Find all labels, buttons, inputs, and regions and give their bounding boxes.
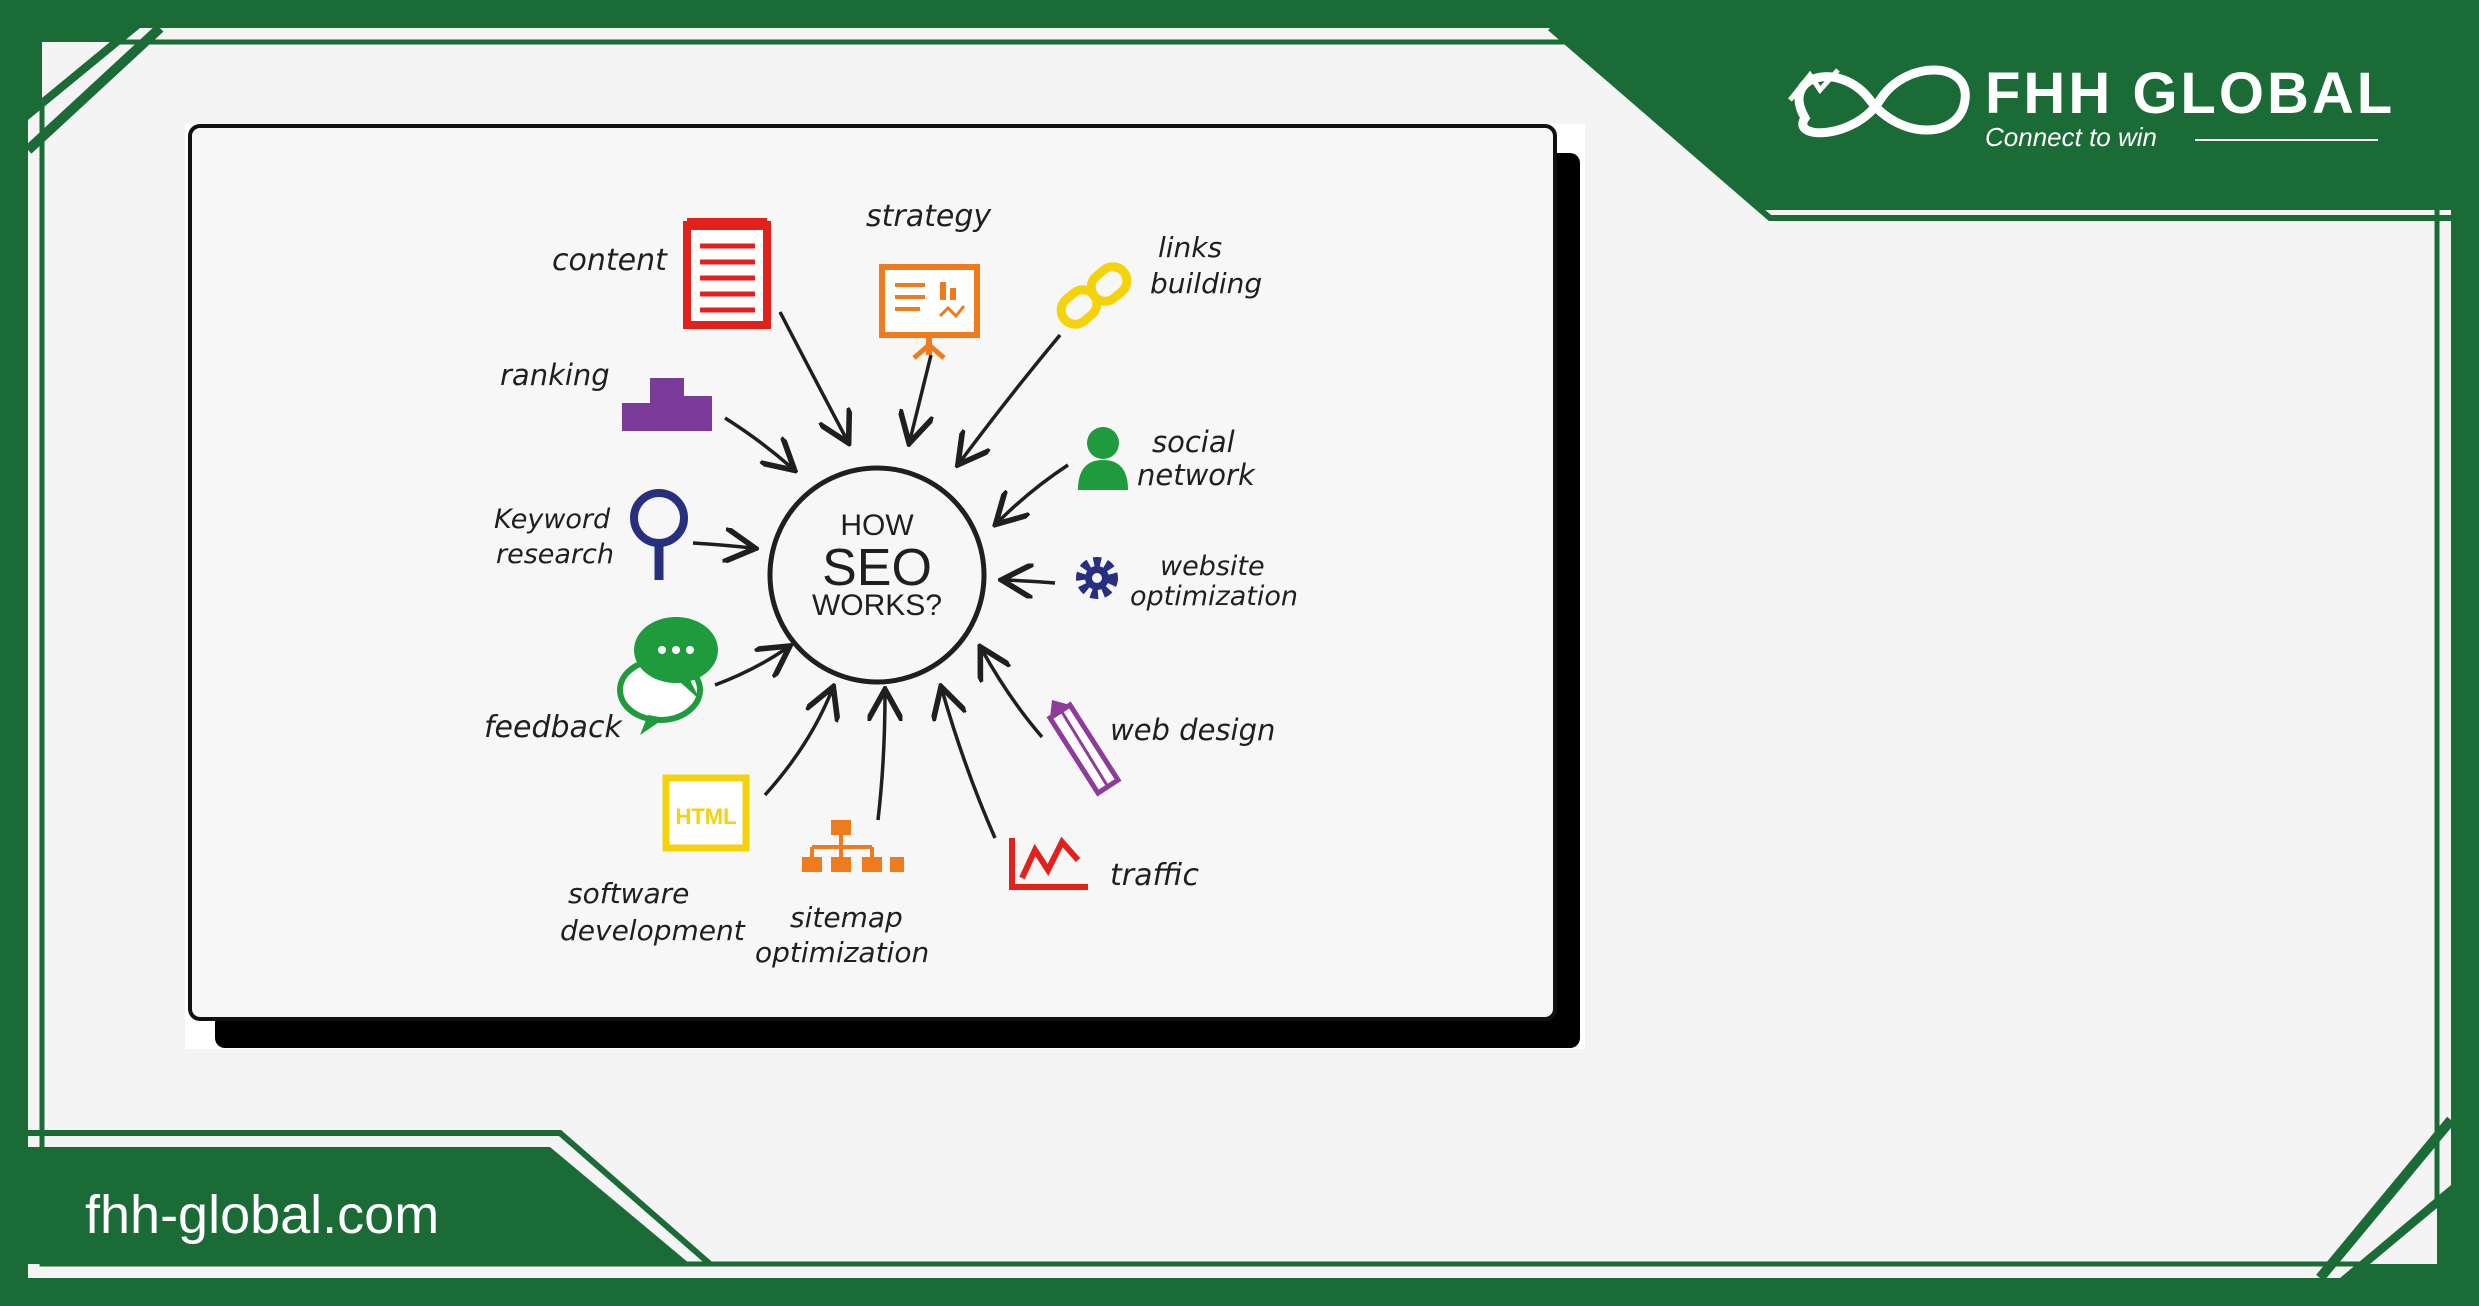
top-left-corner-accent [24, 24, 164, 154]
node-links-building: links building [1056, 231, 1262, 329]
brand-logo-icon [1788, 65, 1970, 138]
footer-band: fhh-global.com [28, 1130, 712, 1267]
arrow-links-building [960, 333, 1062, 462]
line-chart-icon [1009, 836, 1088, 890]
center-line-works: WORKS? [812, 589, 942, 622]
html-icon: HTML [662, 774, 750, 852]
arrow-strategy [910, 354, 931, 440]
label-social-network-line2: network [1137, 458, 1256, 492]
label-website-optimization-line2: optimization [1130, 581, 1298, 612]
label-keyword-research-line1: Keyword [494, 504, 611, 535]
chain-link-icon [1056, 262, 1132, 329]
node-traffic: traffic [1009, 836, 1199, 893]
html-icon-text: HTML [675, 804, 736, 829]
node-ranking: ranking [500, 358, 712, 431]
chat-bubbles-icon [617, 617, 718, 735]
arrow-software-development [763, 690, 832, 797]
inner-border [39, 39, 2440, 1267]
notepad-icon [683, 218, 771, 329]
node-sitemap-optimization: sitemap optimization [755, 820, 929, 969]
brand-tagline: Connect to win [1985, 122, 2157, 152]
label-sitemap-optimization-line1: sitemap [790, 901, 903, 934]
arrows [692, 311, 1069, 839]
bottom-right-corner-accent [2316, 1116, 2455, 1282]
label-social-network-line1: social [1152, 425, 1235, 459]
label-ranking: ranking [500, 358, 610, 392]
node-content: content [552, 218, 771, 329]
gear-icon [1076, 557, 1118, 599]
node-feedback: feedback [484, 617, 718, 745]
label-strategy: strategy [866, 199, 992, 234]
center-line-how: HOW [840, 509, 914, 542]
website-url[interactable]: fhh-global.com [85, 1185, 439, 1245]
brand-header: FHH GLOBAL Connect to win [1548, 25, 2451, 221]
node-social-network: social network [1078, 425, 1256, 492]
arrow-web-design [982, 650, 1044, 739]
podium-icon [622, 378, 712, 431]
label-website-optimization-line1: website [1160, 551, 1265, 582]
person-icon [1078, 427, 1128, 490]
node-keyword-research: Keyword research [494, 489, 688, 580]
label-traffic: traffic [1110, 858, 1199, 893]
arrow-social-network [998, 463, 1069, 522]
label-content: content [552, 243, 668, 278]
label-keyword-research-line2: research [496, 539, 614, 570]
label-software-development-line2: development [560, 914, 746, 947]
node-web-design: web design [1046, 700, 1275, 797]
pencil-icon [1046, 700, 1122, 797]
arrow-website-optimization [1005, 580, 1056, 583]
label-links-building-line1: links [1158, 231, 1222, 264]
magnifier-icon [630, 489, 688, 580]
label-software-development-line1: software [568, 877, 689, 910]
label-feedback: feedback [484, 710, 623, 745]
presentation-board-icon [879, 264, 980, 360]
brand-name: FHH GLOBAL [1985, 61, 2395, 126]
label-web-design: web design [1110, 713, 1275, 747]
arrow-traffic [942, 690, 997, 839]
label-sitemap-optimization-line2: optimization [755, 936, 929, 969]
node-website-optimization: website optimization [1076, 551, 1298, 612]
whiteboard-card [185, 124, 1585, 1049]
center-node: HOW SEO WORKS? [767, 465, 987, 685]
node-strategy: strategy [866, 199, 992, 360]
arrow-sitemap-optimization [878, 693, 885, 821]
arrow-ranking [724, 416, 792, 468]
sitemap-icon [802, 820, 904, 872]
node-software-development: HTML software development [560, 774, 750, 947]
arrow-feedback [714, 648, 787, 687]
arrow-content [778, 311, 847, 440]
center-line-seo: SEO [822, 539, 932, 597]
arrow-keyword-research [692, 543, 752, 548]
label-links-building-line2: building [1150, 267, 1262, 300]
